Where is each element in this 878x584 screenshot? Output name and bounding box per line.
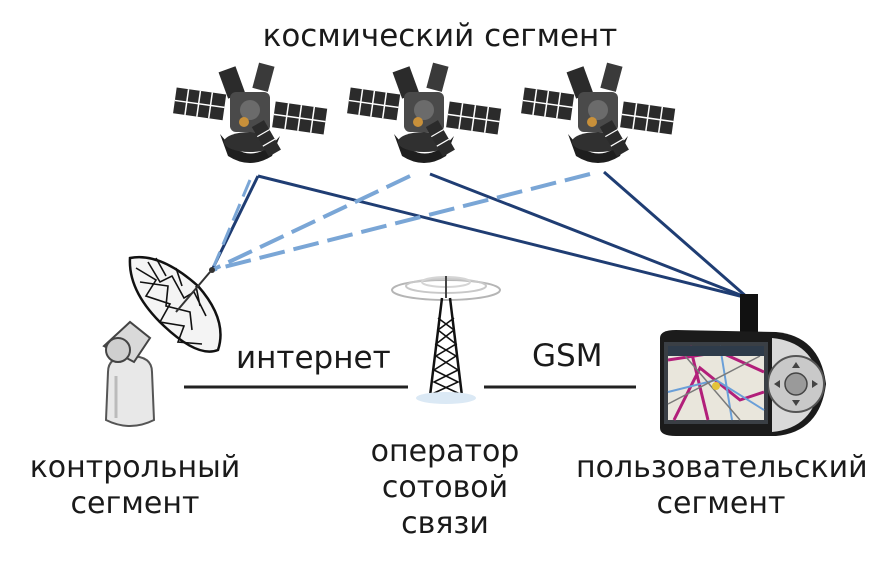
space-segment-title: космический сегмент xyxy=(262,18,618,54)
satellite-icon xyxy=(520,61,676,164)
control-segment-label: контрольный сегмент xyxy=(10,450,260,522)
gps-navigator-icon xyxy=(660,294,826,436)
internet-label: интернет xyxy=(236,340,391,376)
link-sat2-user xyxy=(429,172,749,300)
satellite-icon xyxy=(346,61,502,164)
user-segment-line-2: сегмент xyxy=(656,486,786,521)
link-sat3-user xyxy=(603,170,749,300)
operator-segment-line-2: сотовой xyxy=(381,470,509,505)
operator-segment-label: оператор сотовой связи xyxy=(330,434,560,542)
gsm-label: GSM xyxy=(532,338,603,374)
control-segment-line-2: сегмент xyxy=(70,486,200,521)
link-sat1-user xyxy=(257,174,749,300)
user-segment-label: пользовательский сегмент xyxy=(576,450,868,522)
operator-segment-line-1: оператор xyxy=(370,434,520,469)
satellite-icon xyxy=(172,61,328,164)
operator-segment-line-3: связи xyxy=(401,506,489,541)
link-sat1-dish-dashed xyxy=(212,179,252,267)
cell-tower-icon xyxy=(391,276,501,404)
solid-links xyxy=(210,170,749,300)
control-segment-line-1: контрольный xyxy=(29,450,241,485)
link-sat3-dish xyxy=(211,172,591,272)
dashed-links xyxy=(211,172,591,272)
link-sat2-dish xyxy=(211,174,411,272)
user-segment-line-1: пользовательский xyxy=(576,450,868,485)
dish-antenna-icon xyxy=(102,255,222,427)
